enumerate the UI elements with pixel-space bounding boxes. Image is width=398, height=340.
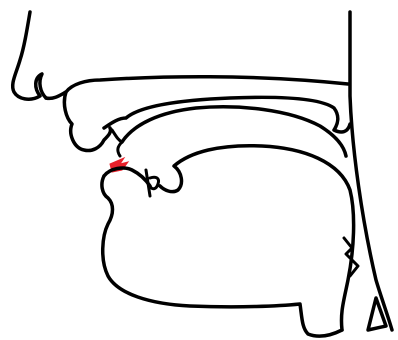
nose-profile bbox=[13, 12, 46, 99]
nasal-cavity-floor bbox=[104, 97, 350, 132]
hard-palate bbox=[122, 107, 346, 156]
tongue-body bbox=[160, 146, 354, 330]
upper-lip bbox=[46, 92, 111, 151]
nasal-cavity-roof bbox=[66, 77, 348, 92]
tongue-tip bbox=[104, 168, 150, 186]
lower-teeth bbox=[146, 170, 159, 196]
upper-teeth bbox=[112, 130, 122, 156]
pharyngeal-wall bbox=[350, 12, 392, 330]
lower-lip-jaw bbox=[102, 176, 342, 336]
